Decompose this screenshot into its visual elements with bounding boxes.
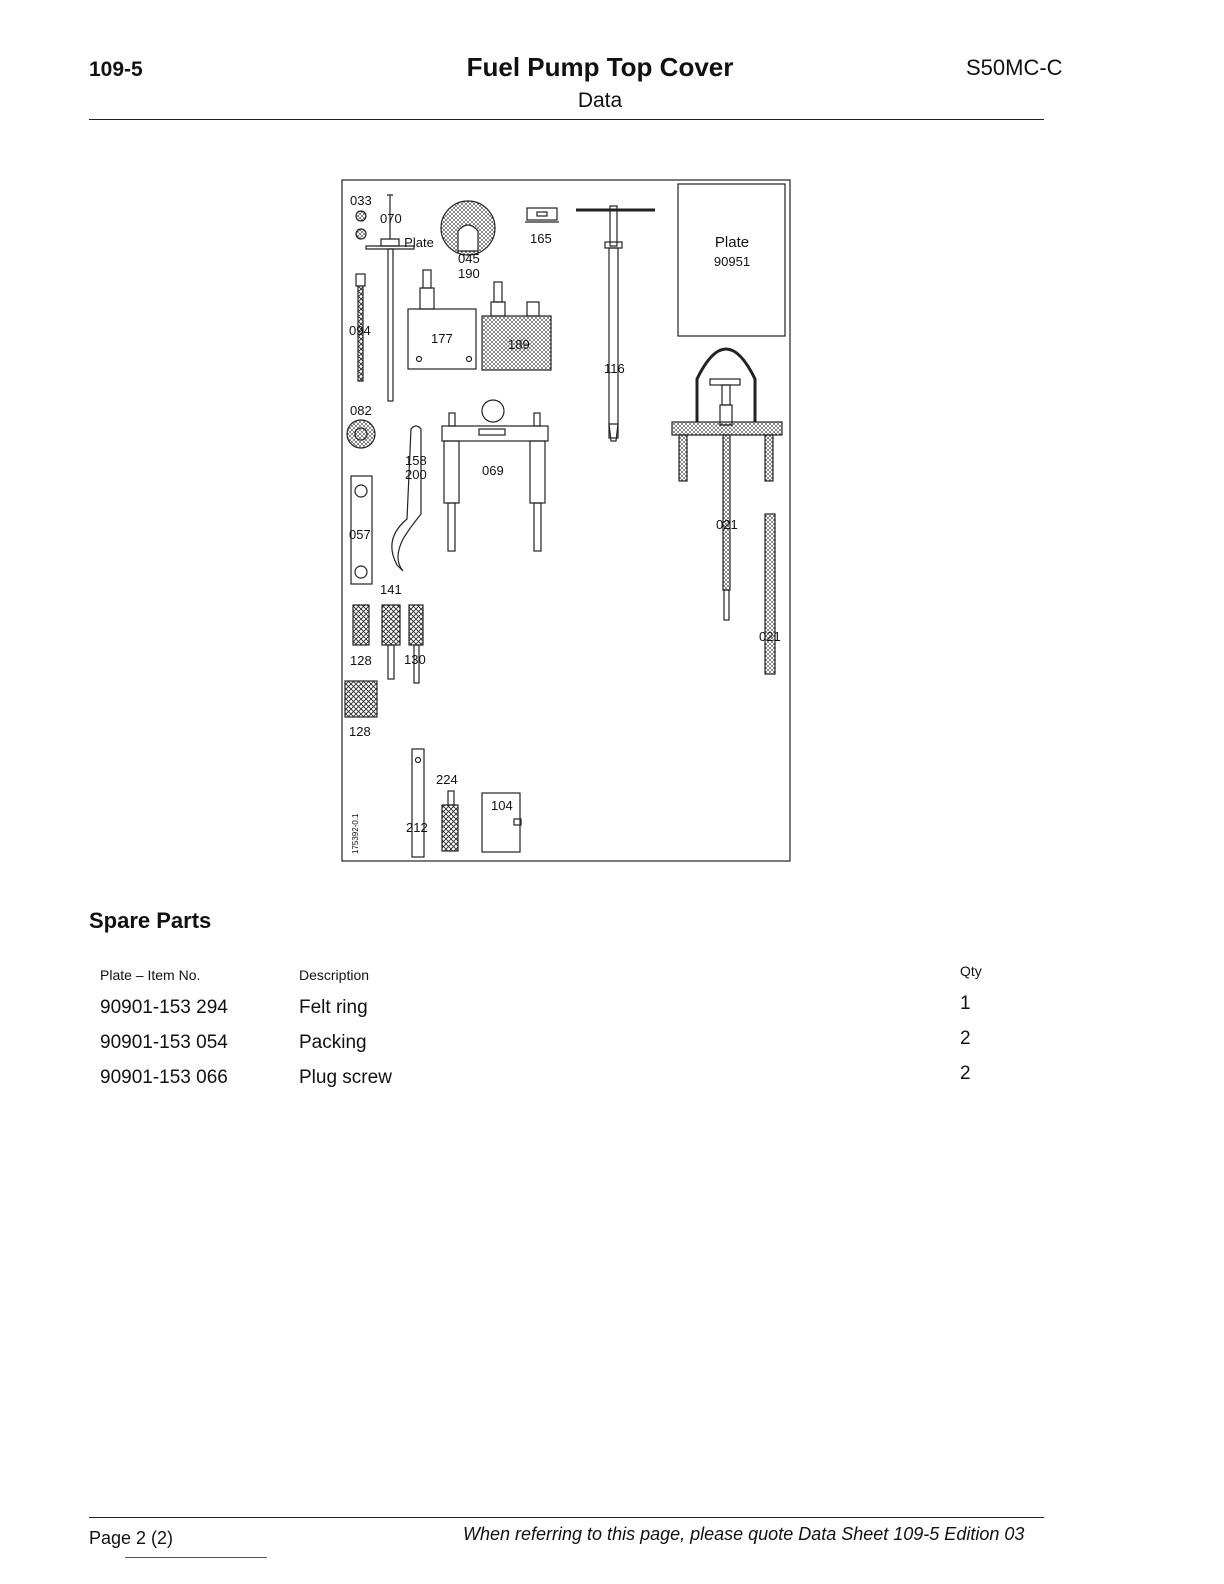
page-subtitle: Data <box>577 89 623 112</box>
spare-parts-heading: Spare Parts <box>89 908 212 933</box>
block-189 <box>481 315 552 371</box>
label-045: 045 <box>458 251 480 266</box>
column-header-description: Description <box>299 967 370 983</box>
label-021b: 021 <box>759 629 781 644</box>
rod-070 <box>387 248 394 402</box>
tube-212 <box>411 748 425 858</box>
column-header-qty: Qty <box>960 963 982 979</box>
threaded-rod-094 <box>357 285 364 382</box>
nut-033b <box>355 228 367 240</box>
drawing-reference: 175392-0.1 <box>351 813 360 854</box>
label-177: 177 <box>431 331 453 346</box>
plate-label-text: Plate <box>715 234 749 251</box>
label-021: 021 <box>716 517 738 532</box>
label-224: 224 <box>436 772 458 787</box>
item-qty: 1 <box>960 993 971 1014</box>
label-158: 158 <box>405 453 427 468</box>
label-128: 128 <box>350 653 372 668</box>
label-116: 116 <box>604 361 625 376</box>
plate-board <box>677 183 786 337</box>
item-number: 90901-153 294 <box>100 997 228 1018</box>
label-200: 200 <box>405 467 427 482</box>
page-number: Page 2 (2) <box>89 1528 174 1548</box>
label-128b: 128 <box>349 724 371 739</box>
item-number: 90901-153 066 <box>100 1067 228 1088</box>
knurled-tool-128b <box>344 680 378 718</box>
panel-border <box>341 179 791 862</box>
label-070: 070 <box>380 211 402 226</box>
label-057: 057 <box>349 527 371 542</box>
label-189: 189 <box>508 337 530 352</box>
tool-panel-drawing: Plate Plate 90951 033 070 045 190 165 17… <box>341 179 791 862</box>
plate-label: Plate <box>404 235 434 250</box>
label-190: 190 <box>458 266 480 281</box>
item-qty: 2 <box>960 1063 971 1084</box>
item-description: Plug screw <box>299 1067 392 1088</box>
box-104 <box>481 792 521 853</box>
label-094: 094 <box>349 323 371 338</box>
label-069: 069 <box>482 463 504 478</box>
sheet-number: 109-5 <box>89 58 143 81</box>
item-qty: 2 <box>960 1028 971 1049</box>
item-number: 90901-153 054 <box>100 1032 228 1053</box>
label-033: 033 <box>350 193 372 208</box>
column-header-item-no: Plate – Item No. <box>100 967 201 983</box>
label-165: 165 <box>530 231 552 246</box>
footer-reference-note: When referring to this page, please quot… <box>463 1524 1025 1544</box>
footer-divider <box>89 1517 1044 1518</box>
puller-frame-069 <box>441 425 549 442</box>
engine-type: S50MC-C <box>966 55 1063 80</box>
bridge-tool-021 <box>695 347 757 429</box>
rod-070-top <box>387 194 393 239</box>
label-141: 141 <box>380 582 402 597</box>
header-divider <box>89 119 1044 120</box>
knurled-tool-128 <box>352 604 370 646</box>
rod-021 <box>764 513 776 675</box>
item-description: Packing <box>299 1032 367 1053</box>
nut-082 <box>346 419 376 449</box>
plate-177 <box>407 308 477 370</box>
label-130: 130 <box>404 652 426 667</box>
hook-spanner-158 <box>391 425 422 572</box>
label-082: 082 <box>350 403 372 418</box>
nut-033 <box>355 210 367 222</box>
footer-underline <box>125 1557 267 1558</box>
flat-bar-057 <box>350 475 373 585</box>
pin-224 <box>441 804 459 852</box>
label-104: 104 <box>491 798 513 813</box>
label-212: 212 <box>406 820 428 835</box>
item-description: Felt ring <box>299 997 368 1018</box>
plate-number: 90951 <box>714 254 750 269</box>
page-title: Fuel Pump Top Cover <box>466 52 734 82</box>
